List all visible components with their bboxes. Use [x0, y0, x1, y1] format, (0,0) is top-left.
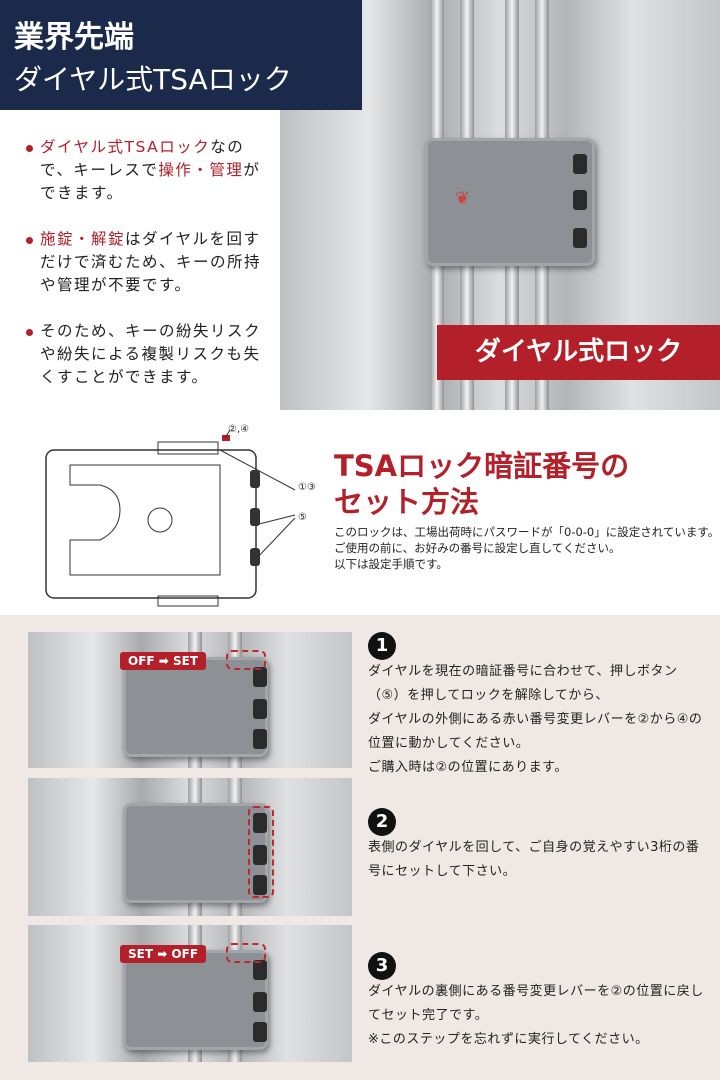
bullet-text: ができます。: [40, 161, 261, 202]
step-text: ダイヤルの外側にある赤い番号変更レバーを②から④の位置に動かしてください。: [368, 712, 703, 751]
step-text: 表側のダイヤルを回して、ご自身の覚えやすい3桁の番号にセットして下さい。: [368, 840, 700, 879]
setup-title-line: TSAロック暗証番号の: [334, 449, 630, 483]
step-text: ダイヤルを現在の暗証番号に合わせて、押しボタン（⑤）を押してロックを解除してから…: [368, 664, 678, 703]
step-mode-badge: OFF ➡ SET: [120, 652, 207, 670]
step-number: 1: [368, 632, 396, 660]
diagram-label-button: ⑤: [298, 512, 307, 523]
bullet-item: ダイヤル式TSAロックなので、キーレスで操作・管理ができます。: [26, 136, 268, 228]
setup-section: TSAロック暗証番号の セット方法 このロックは、工場出荷時にパスワードが「0-…: [334, 448, 720, 572]
highlight-text: 操作・管理: [158, 161, 244, 179]
step-item: 1 ダイヤルを現在の暗証番号に合わせて、押しボタン（⑤）を押してロックを解除してか…: [368, 632, 708, 780]
step-mode-badge: SET ➡ OFF: [120, 945, 207, 963]
step-item: 2 表側のダイヤルを回して、ご自身の覚えやすい3桁の番号にセットして下さい。: [368, 808, 708, 884]
step-item: 3 ダイヤルの裏側にある番号変更レバーを②の位置に戻してセット完了です。 ※このステ…: [368, 952, 708, 1052]
lock-diagram: [45, 429, 296, 607]
diagram-label-dial: ①③: [298, 482, 316, 493]
step-text: ご購入時は②の位置にあります。: [368, 760, 568, 775]
step-text: ※このステップを忘れずに実行してください。: [368, 1032, 649, 1047]
setup-desc: ご使用の前に、お好みの番号に設定し直してください。: [334, 541, 621, 555]
step-number: 3: [368, 952, 396, 980]
header-subtitle: ダイヤル式TSAロック: [14, 63, 292, 96]
diagram-label-lever: ②,④: [228, 424, 250, 435]
step-text: ダイヤルの裏側にある番号変更レバーを②の位置に戻してセット完了です。: [368, 984, 704, 1023]
header-banner: 業界先端 ダイヤル式TSAロック: [0, 0, 362, 110]
highlight-text: 施錠・解錠: [40, 230, 126, 248]
step-photo: [28, 778, 352, 916]
photo-label: ダイヤル式ロック: [437, 325, 720, 380]
step-photo: SET ➡ OFF: [28, 925, 352, 1062]
bullet-text: なので、キーレスで: [40, 138, 245, 179]
setup-desc: 以下は設定手順です。: [334, 557, 448, 571]
step-photo: OFF ➡ SET: [28, 632, 352, 768]
bullet-item: そのため、キーの紛失リスクや紛失による複製リスクも失くすことができます。: [26, 320, 268, 389]
bullet-item: 施錠・解錠はダイヤルを回すだけで済むため、キーの所持や管理が不要です。: [26, 228, 268, 320]
feature-list: ダイヤル式TSAロックなので、キーレスで操作・管理ができます。 施錠・解錠はダイ…: [26, 136, 268, 389]
bullet-text: そのため、キーの紛失リスクや紛失による複製リスクも失くすことができます。: [40, 322, 262, 386]
header-title: 業界先端: [14, 20, 134, 55]
bullet-text: はダイヤルを回すだけで済むため、キーの所持や管理が不要です。: [40, 230, 262, 294]
setup-title-line: セット方法: [334, 485, 480, 519]
step-number: 2: [368, 808, 396, 836]
setup-title: TSAロック暗証番号の セット方法: [334, 448, 720, 520]
setup-desc: このロックは、工場出荷時にパスワードが「0-0-0」に設定されています。: [334, 525, 720, 539]
highlight-text: ダイヤル式TSAロック: [40, 138, 211, 156]
